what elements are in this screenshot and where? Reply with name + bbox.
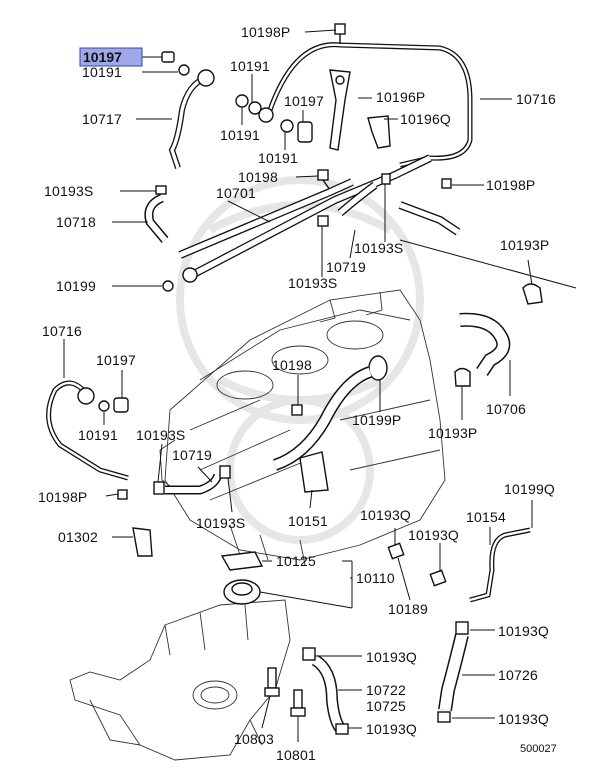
- pipe-end-10716-left: [77, 387, 95, 405]
- label-10198p[interactable]: 10198P: [486, 177, 535, 193]
- label-10199p[interactable]: 10199P: [352, 412, 401, 428]
- clamp-10193q-a: [387, 542, 405, 560]
- label-10717[interactable]: 10717: [82, 111, 122, 127]
- label-10198[interactable]: 10198: [272, 357, 312, 373]
- hose-end-10717: [197, 69, 215, 87]
- label-10193p[interactable]: 10193P: [428, 425, 477, 441]
- clamp-10193q-d: [455, 621, 469, 635]
- label-10154[interactable]: 10154: [466, 509, 506, 525]
- clamp-10193s-mid: [317, 215, 329, 227]
- clamp-10193q-b: [429, 569, 447, 587]
- label-10191[interactable]: 10191: [258, 150, 298, 166]
- label-10191[interactable]: 10191: [230, 58, 270, 74]
- leader-lines: [63, 29, 577, 742]
- label-10193q[interactable]: 10193Q: [360, 507, 411, 523]
- label-10719[interactable]: 10719: [172, 447, 212, 463]
- clamp-10193p-mid: [454, 367, 471, 387]
- label-10199q[interactable]: 10199Q: [504, 481, 555, 497]
- bolt-10198-top: [317, 169, 331, 191]
- label-10198p[interactable]: 10198P: [38, 489, 87, 505]
- sensor-10801: [290, 689, 306, 717]
- highlight-box: [79, 47, 143, 67]
- label-10706[interactable]: 10706: [486, 401, 526, 417]
- part-labels: 10198P 10197 10191 10191 10716 10197 101…: [38, 24, 556, 763]
- label-10196p[interactable]: 10196P: [376, 89, 425, 105]
- thermostat-10110: [223, 579, 261, 605]
- label-10193s[interactable]: 10193S: [354, 240, 403, 256]
- label-10722[interactable]: 10722: [366, 682, 406, 698]
- label-10193s[interactable]: 10193S: [196, 515, 245, 531]
- label-10193s[interactable]: 10193S: [136, 427, 185, 443]
- clamp-10193s-top-left: [155, 185, 167, 195]
- label-10196q[interactable]: 10196Q: [400, 111, 451, 127]
- bolt-10198p-left: [117, 489, 128, 500]
- label-10191[interactable]: 10191: [82, 64, 122, 80]
- bolt-10197-top: [161, 51, 190, 76]
- clamp-10193s-left: [153, 481, 165, 495]
- washer-10199: [162, 280, 174, 292]
- label-10198p[interactable]: 10198P: [241, 24, 290, 40]
- label-10726[interactable]: 10726: [498, 667, 538, 683]
- gasket-10199p: [368, 355, 388, 381]
- clamp-10193s-top-right: [381, 173, 391, 185]
- label-10193s[interactable]: 10193S: [288, 275, 337, 291]
- label-10803[interactable]: 10803: [234, 731, 274, 747]
- washer-10191-top-mid: [235, 94, 274, 123]
- bolt-10197-left: [113, 397, 129, 413]
- washer-10191-left: [98, 400, 110, 412]
- label-10801[interactable]: 10801: [276, 747, 316, 763]
- bracket-01302: [132, 527, 153, 557]
- label-10193q[interactable]: 10193Q: [498, 711, 549, 727]
- intake-manifold: [69, 599, 291, 761]
- label-10125[interactable]: 10125: [276, 553, 316, 569]
- clamp-10193q-c: [302, 647, 316, 661]
- bolt-10198-mid: [291, 404, 303, 416]
- label-10197-highlighted[interactable]: 10197: [83, 49, 122, 65]
- clamp-10193s-lower: [219, 465, 231, 479]
- label-10701[interactable]: 10701: [216, 185, 256, 201]
- bolt-10198p-right: [441, 178, 452, 189]
- label-10151[interactable]: 10151: [288, 513, 328, 529]
- label-10718[interactable]: 10718: [56, 214, 96, 230]
- diagram-code: 500027: [520, 743, 557, 755]
- sensor-10803: [264, 667, 280, 697]
- engine-block: [159, 289, 446, 566]
- label-10193s[interactable]: 10193S: [44, 183, 93, 199]
- label-10198[interactable]: 10198: [238, 169, 278, 185]
- gasket-10125: [220, 551, 264, 571]
- label-10110[interactable]: 10110: [356, 570, 395, 586]
- bolt-10197-mid: [280, 119, 313, 143]
- label-10193q[interactable]: 10193Q: [498, 623, 549, 639]
- clamp-10193q-f: [437, 711, 451, 723]
- bracket-10196p: [329, 69, 351, 151]
- label-10197[interactable]: 10197: [96, 352, 136, 368]
- pipe-end-10701: [182, 267, 198, 283]
- label-10191[interactable]: 10191: [220, 127, 260, 143]
- pipe-10154: [469, 527, 531, 603]
- label-10725[interactable]: 10725: [366, 698, 406, 714]
- bracket-10196q: [367, 115, 391, 149]
- label-01302[interactable]: 01302: [58, 529, 98, 545]
- label-10199[interactable]: 10199: [56, 278, 96, 294]
- clamp-10193p-right: [522, 283, 543, 305]
- label-10197[interactable]: 10197: [284, 93, 324, 109]
- label-10716[interactable]: 10716: [516, 91, 556, 107]
- bracket-10151: [299, 451, 329, 493]
- label-10193q[interactable]: 10193Q: [408, 527, 459, 543]
- label-10193q[interactable]: 10193Q: [366, 649, 417, 665]
- label-10193p[interactable]: 10193P: [500, 237, 549, 253]
- bolt-10198p-top: [334, 23, 346, 44]
- label-10719[interactable]: 10719: [326, 259, 366, 275]
- clamp-10193q-e: [335, 723, 349, 735]
- label-10189[interactable]: 10189: [388, 601, 428, 617]
- label-10193q[interactable]: 10193Q: [366, 721, 417, 737]
- label-10716[interactable]: 10716: [42, 323, 82, 339]
- label-10191[interactable]: 10191: [78, 427, 118, 443]
